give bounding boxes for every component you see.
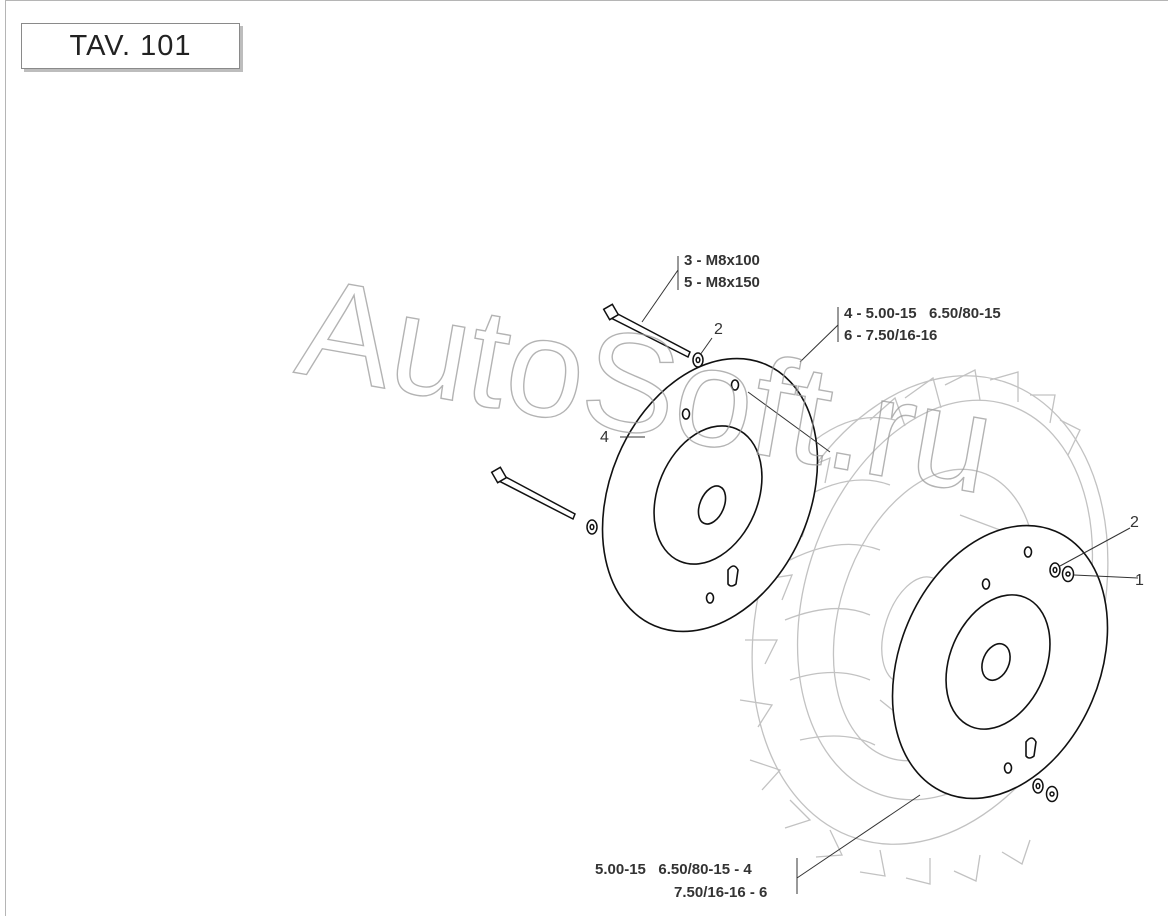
bolt-label-m8x100: 3 - M8x100 <box>684 252 760 269</box>
disc-label-4: 4 - 5.00-15 6.50/80-15 <box>844 305 1001 322</box>
leader-lines <box>620 256 1139 894</box>
bolt-lower <box>490 466 576 521</box>
drawing-frame <box>5 0 1168 916</box>
bolt-upper <box>602 303 691 359</box>
washers-and-nuts <box>586 352 1075 803</box>
callout-number-2-top: 2 <box>714 321 723 338</box>
bottom-label-4: 5.00-15 6.50/80-15 - 4 <box>595 861 752 878</box>
disc-label-6: 6 - 7.50/16-16 <box>844 327 937 344</box>
table-number-box: TAV. 101 <box>21 23 240 69</box>
right-wheel-disc <box>891 524 1109 800</box>
bolt-label-m8x150: 5 - M8x150 <box>684 274 760 291</box>
callout-number-4: 4 <box>600 429 609 446</box>
bottom-label-6: 7.50/16-16 - 6 <box>674 884 767 901</box>
callout-number-1: 1 <box>1135 572 1144 589</box>
callout-number-2-right: 2 <box>1130 514 1139 531</box>
left-spacer-disc <box>601 357 819 633</box>
